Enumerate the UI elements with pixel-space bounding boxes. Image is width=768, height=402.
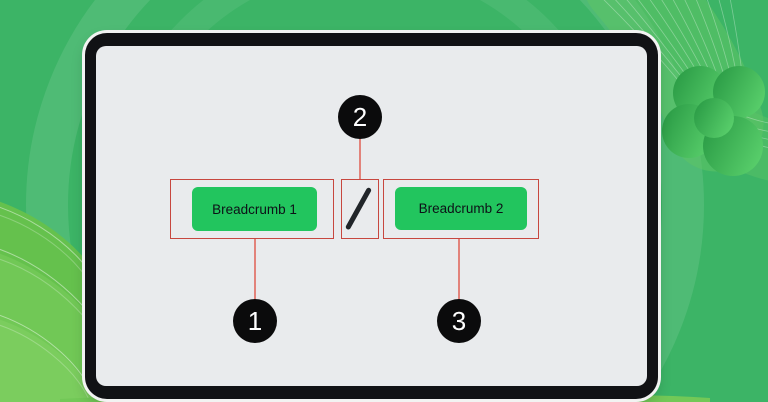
- breadcrumb-item-1[interactable]: Breadcrumb 1: [192, 187, 317, 231]
- marker-3-number: 3: [451, 306, 467, 336]
- clover-icon: [662, 66, 765, 176]
- annotation-box-breadcrumb-1: [170, 179, 334, 239]
- annotation-marker-2: 2: [338, 95, 382, 139]
- marker-2-number: 2: [352, 102, 368, 132]
- annotation-line-2: [359, 139, 361, 179]
- annotation-line-3: [458, 239, 460, 299]
- tablet-screen: Breadcrumb 1 Breadcrumb 2 1 2 3: [96, 46, 647, 386]
- marker-1-number: 1: [247, 306, 263, 336]
- annotation-marker-1: 1: [233, 299, 277, 343]
- annotation-box-breadcrumb-2: [383, 179, 539, 239]
- annotation-box-separator: [341, 179, 379, 239]
- tablet-frame: Breadcrumb 1 Breadcrumb 2 1 2 3: [85, 33, 658, 399]
- annotation-marker-3: 3: [437, 299, 481, 343]
- annotation-line-1: [254, 239, 256, 299]
- breadcrumb-item-2[interactable]: Breadcrumb 2: [395, 187, 527, 230]
